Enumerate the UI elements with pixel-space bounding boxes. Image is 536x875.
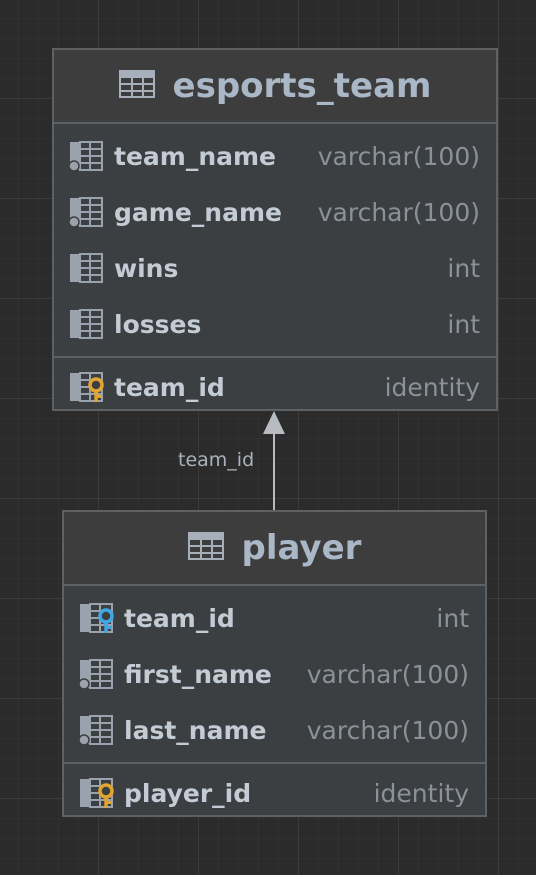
column-icon <box>68 252 104 284</box>
column-row[interactable]: wins int <box>54 240 496 296</box>
column-not-null-icon <box>68 140 104 172</box>
table-title: esports_team <box>172 66 432 106</box>
column-row[interactable]: losses int <box>54 296 496 352</box>
column-row[interactable]: game_name varchar(100) <box>54 184 496 240</box>
table-title: player <box>241 528 362 568</box>
column-name: first_name <box>124 659 272 689</box>
column-type: varchar(100) <box>306 659 469 689</box>
column-name: team_id <box>124 603 235 633</box>
column-type: int <box>436 603 469 633</box>
column-type: identity <box>373 778 469 808</box>
table-header[interactable]: esports_team <box>54 50 496 124</box>
column-row[interactable]: first_name varchar(100) <box>64 646 485 702</box>
column-type: varchar(100) <box>306 715 469 745</box>
column-row[interactable]: last_name varchar(100) <box>64 702 485 758</box>
relationship-label: team_id <box>178 449 255 471</box>
column-name: team_id <box>114 372 225 402</box>
primary-key-row[interactable]: team_id identity <box>54 358 496 416</box>
key-separator <box>54 356 496 358</box>
column-name: wins <box>114 253 179 283</box>
table-icon <box>119 70 155 98</box>
column-name: last_name <box>124 715 267 745</box>
column-row[interactable]: team_name varchar(100) <box>54 128 496 184</box>
key-separator <box>64 762 485 764</box>
primary-key-row[interactable]: player_id identity <box>64 764 485 822</box>
column-type: identity <box>384 372 480 402</box>
primary-key-icon <box>68 371 104 402</box>
table-header[interactable]: player <box>64 512 485 586</box>
column-type: int <box>447 309 480 339</box>
table-player[interactable]: player team_id int first_name varchar(10… <box>62 510 487 817</box>
column-icon <box>68 308 104 340</box>
column-type: varchar(100) <box>317 197 480 227</box>
column-name: game_name <box>114 197 282 227</box>
foreign-key-icon <box>78 602 114 633</box>
column-name: losses <box>114 309 202 339</box>
table-icon <box>188 532 224 560</box>
primary-key-icon <box>78 777 114 808</box>
column-name: team_name <box>114 141 276 171</box>
column-not-null-icon <box>68 196 104 228</box>
relationship-arrowhead <box>263 411 285 434</box>
column-type: varchar(100) <box>317 141 480 171</box>
table-esports-team[interactable]: esports_team team_name varchar(100) game… <box>52 48 498 411</box>
column-name: player_id <box>124 778 252 808</box>
column-row[interactable]: team_id int <box>64 590 485 646</box>
column-not-null-icon <box>78 714 114 746</box>
column-not-null-icon <box>78 658 114 690</box>
column-type: int <box>447 253 480 283</box>
